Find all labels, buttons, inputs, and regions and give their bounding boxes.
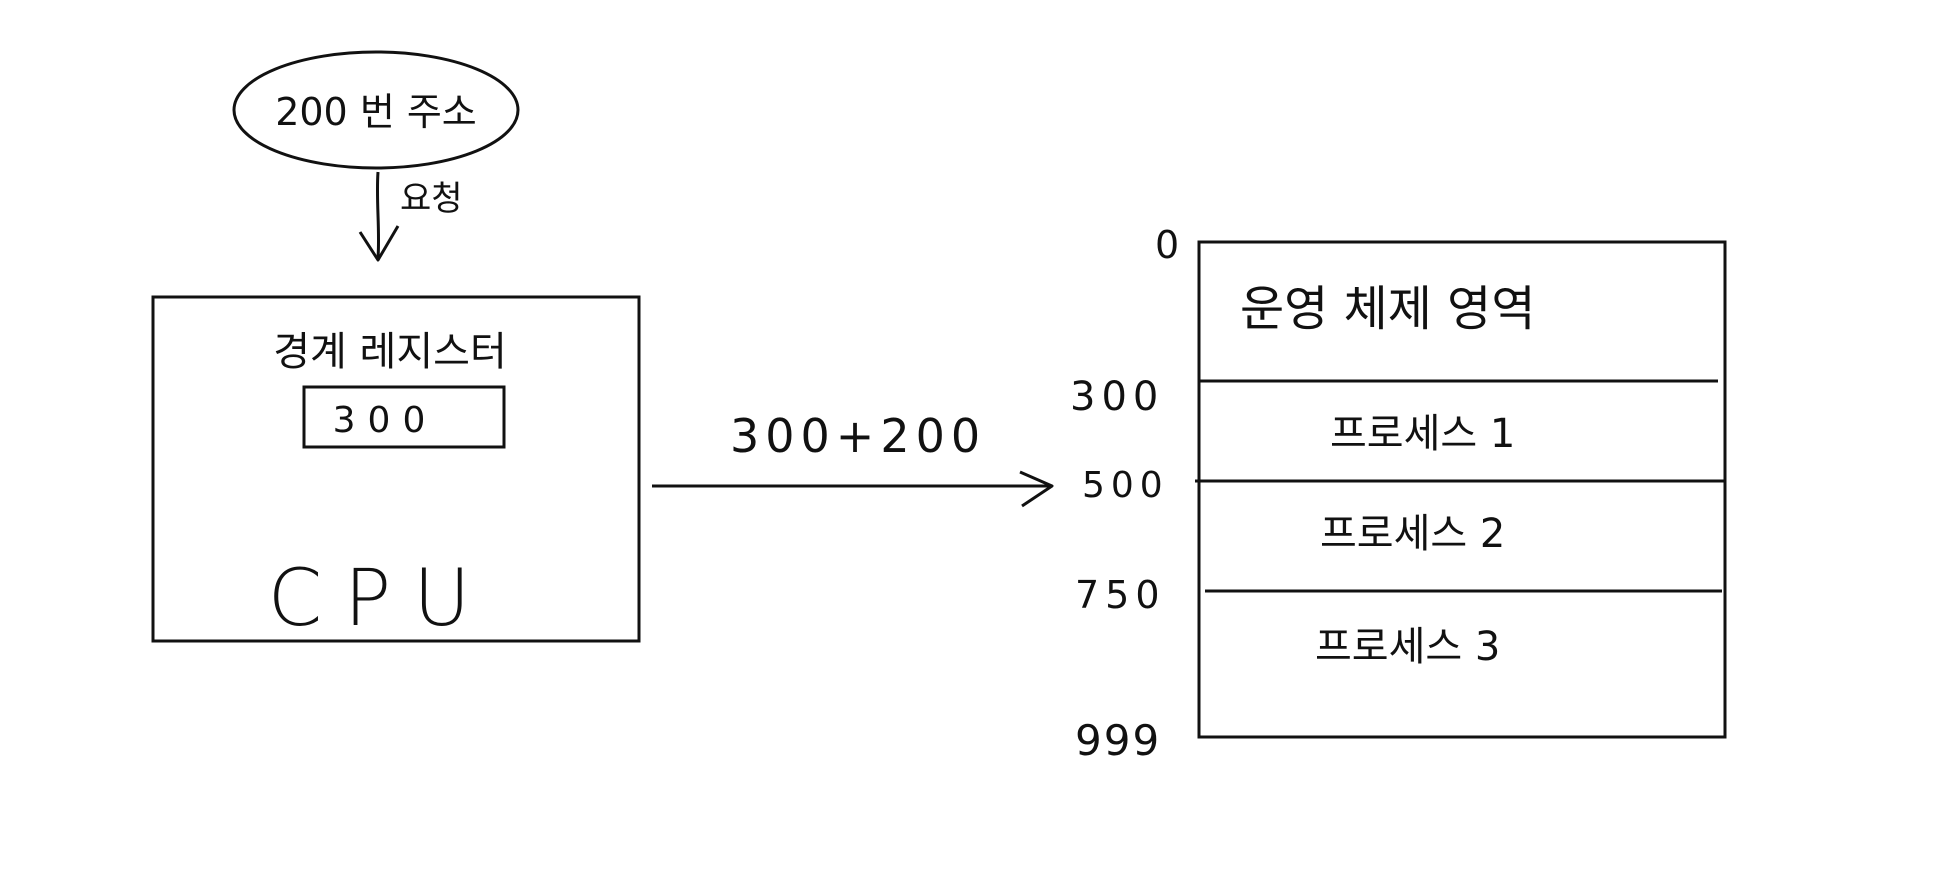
memory-region-process-2: 프로세스 2	[1320, 511, 1505, 557]
memory-box: 운영 체제 영역 프로세스 1 프로세스 2 프로세스 3	[1195, 240, 1727, 739]
memory-region-process-1: 프로세스 1	[1330, 411, 1515, 457]
address-label: 200 번 주소	[275, 90, 477, 134]
register-label: 경계 레지스터	[273, 329, 507, 375]
request-arrow: 요청	[358, 171, 463, 262]
computation-label: 300+200	[730, 409, 986, 463]
address-0: 0	[1155, 223, 1179, 267]
request-arrow-head	[358, 225, 400, 262]
register-box	[302, 385, 506, 449]
address-300: 300	[1070, 374, 1164, 420]
request-label: 요청	[400, 179, 463, 219]
memory-region-os: 운영 체제 영역	[1240, 281, 1535, 337]
address-computation-arrow: 300+200	[652, 409, 1054, 508]
request-arrow-line	[375, 171, 381, 259]
address-request-bubble: 200 번 주소	[232, 50, 520, 170]
address-750: 750	[1075, 573, 1166, 617]
cpu-box: 경계 레지스터 300 CPU	[151, 295, 641, 644]
cpu-label: CPU	[268, 554, 493, 644]
memory-region-process-3: 프로세스 3	[1315, 624, 1500, 670]
address-999: 999	[1075, 716, 1161, 765]
request-ellipse	[232, 50, 520, 170]
computation-arrow-head	[1019, 470, 1054, 508]
register-value: 300	[333, 400, 438, 441]
address-500: 500	[1082, 465, 1169, 506]
cpu-outline	[151, 295, 641, 643]
memory-outline	[1197, 240, 1727, 739]
memory-address-labels: 0 300 500 750 999	[1070, 223, 1179, 765]
